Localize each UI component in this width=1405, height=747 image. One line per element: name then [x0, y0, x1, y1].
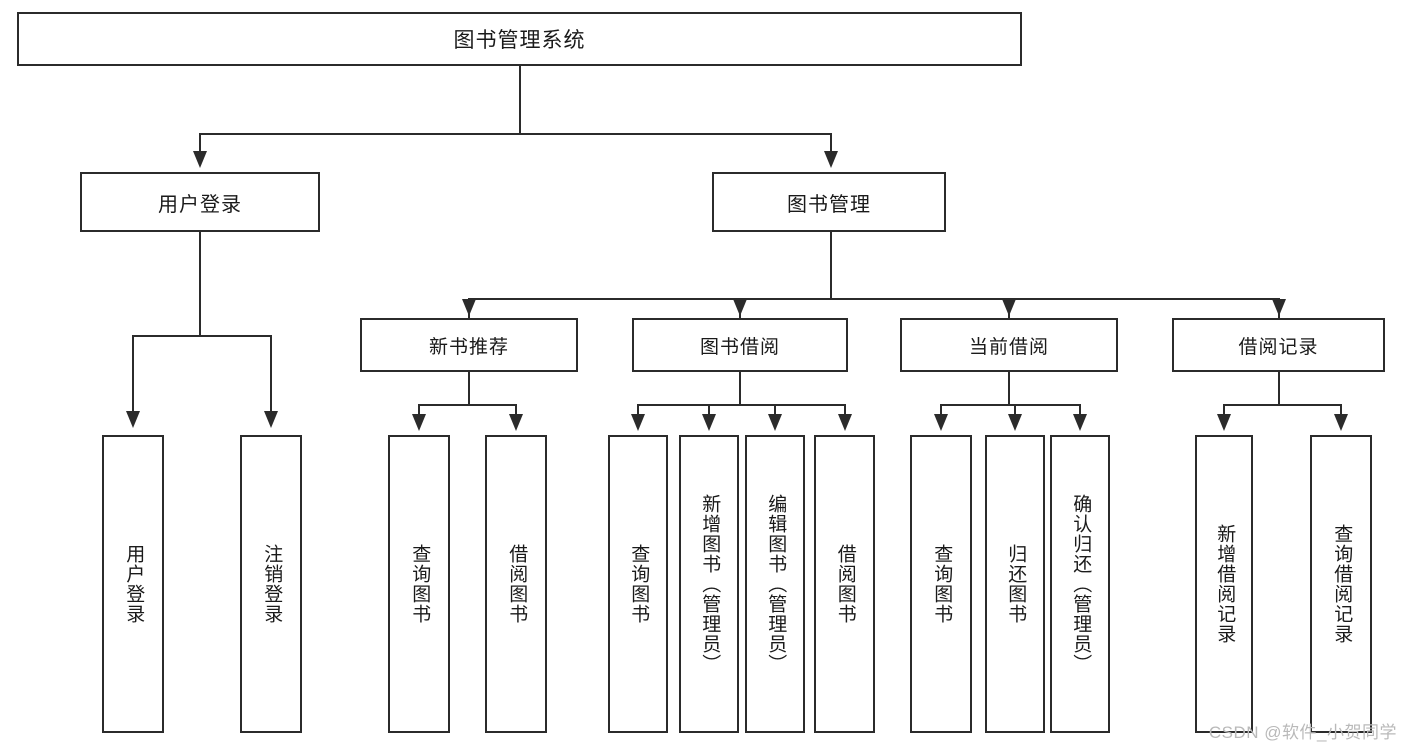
arrow-borrow-to-add: [702, 414, 716, 431]
node-new-book-recommend[interactable]: 新书推荐: [360, 318, 578, 372]
connector-records-l: [1223, 404, 1225, 416]
connector-root-stem: [519, 66, 521, 133]
node-label: 新增借阅记录: [1214, 524, 1236, 644]
arrow-bookmgmt-to-records: [1272, 299, 1286, 316]
leaf-borrow-book-recommend[interactable]: 借阅图书: [485, 435, 547, 733]
leaf-add-book-admin[interactable]: 新增图书（管理员）: [679, 435, 739, 733]
leaf-edit-book-admin[interactable]: 编辑图书（管理员）: [745, 435, 805, 733]
node-label: 当前借阅: [968, 336, 1049, 358]
connector-root-bus: [199, 133, 831, 135]
node-label: 查询借阅记录: [1331, 524, 1353, 644]
node-label: 查询图书: [628, 544, 650, 624]
node-book-management[interactable]: 图书管理: [712, 172, 946, 232]
leaf-return-book[interactable]: 归还图书: [985, 435, 1045, 733]
arrow-root-to-bookmgmt: [824, 151, 838, 168]
arrow-newbook-to-query: [412, 414, 426, 431]
node-label: 新书推荐: [428, 336, 509, 358]
node-label: 图书管理: [787, 193, 871, 216]
node-label: 确认归还（管理员）: [1070, 494, 1092, 674]
connector-borrow-c4: [844, 404, 846, 416]
connector-login-left: [132, 335, 134, 413]
arrow-login-to-user-login: [126, 411, 140, 428]
connector-newbook-stem: [468, 372, 470, 406]
node-label: 归还图书: [1005, 544, 1027, 624]
node-label: 图书管理系统: [453, 29, 586, 52]
arrow-borrow-to-edit: [768, 414, 782, 431]
node-root-system[interactable]: 图书管理系统: [17, 12, 1022, 66]
arrow-records-to-add: [1217, 414, 1231, 431]
leaf-confirm-return-admin[interactable]: 确认归还（管理员）: [1050, 435, 1110, 733]
connector-borrow-c3: [774, 404, 776, 416]
node-label: 借阅图书: [834, 544, 856, 624]
node-label: 编辑图书（管理员）: [765, 494, 787, 674]
node-label: 注销登录: [261, 544, 283, 624]
connector-current-c1: [940, 404, 942, 416]
node-label: 查询图书: [931, 544, 953, 624]
leaf-query-book-recommend[interactable]: 查询图书: [388, 435, 450, 733]
connector-borrow-bus: [637, 404, 845, 406]
connector-bookmgmt-bus: [468, 298, 1280, 300]
connector-current-c2: [1014, 404, 1016, 416]
arrow-current-to-query: [934, 414, 948, 431]
connector-login-stem: [199, 232, 201, 335]
connector-borrow-stem: [739, 372, 741, 406]
node-label: 图书借阅: [699, 336, 780, 358]
arrow-root-to-login: [193, 151, 207, 168]
connector-newbook-r: [515, 404, 517, 416]
connector-root-to-login: [199, 133, 201, 153]
leaf-add-borrow-record[interactable]: 新增借阅记录: [1195, 435, 1253, 733]
leaf-query-book-current[interactable]: 查询图书: [910, 435, 972, 733]
arrow-bookmgmt-to-newbook: [462, 299, 476, 316]
connector-newbook-l: [418, 404, 420, 416]
arrow-borrow-to-query: [631, 414, 645, 431]
connector-login-bus: [132, 335, 271, 337]
arrow-current-to-confirm: [1073, 414, 1087, 431]
connector-records-stem: [1278, 372, 1280, 406]
connector-records-bus: [1223, 404, 1341, 406]
node-book-borrow[interactable]: 图书借阅: [632, 318, 848, 372]
leaf-lend-book[interactable]: 借阅图书: [814, 435, 875, 733]
arrow-borrow-to-lend: [838, 414, 852, 431]
arrow-bookmgmt-to-current: [1002, 299, 1016, 316]
leaf-logout[interactable]: 注销登录: [240, 435, 302, 733]
leaf-user-login[interactable]: 用户登录: [102, 435, 164, 733]
node-user-login[interactable]: 用户登录: [80, 172, 320, 232]
node-label: 借阅图书: [506, 544, 528, 624]
node-label: 借阅记录: [1238, 336, 1319, 358]
node-label: 查询图书: [409, 544, 431, 624]
leaf-query-borrow-record[interactable]: 查询借阅记录: [1310, 435, 1372, 733]
arrow-records-to-query: [1334, 414, 1348, 431]
node-label: 用户登录: [123, 544, 145, 624]
connector-current-bus: [940, 404, 1080, 406]
connector-records-r: [1340, 404, 1342, 416]
leaf-query-book-borrow[interactable]: 查询图书: [608, 435, 668, 733]
connector-borrow-c2: [708, 404, 710, 416]
connector-borrow-c1: [637, 404, 639, 416]
connector-login-right: [270, 335, 272, 413]
connector-bookmgmt-stem: [830, 232, 832, 300]
node-borrow-records[interactable]: 借阅记录: [1172, 318, 1385, 372]
node-current-borrow[interactable]: 当前借阅: [900, 318, 1118, 372]
connector-current-stem: [1008, 372, 1010, 406]
node-label: 用户登录: [158, 193, 242, 216]
arrow-current-to-return: [1008, 414, 1022, 431]
node-label: 新增图书（管理员）: [699, 494, 721, 674]
connector-newbook-bus: [418, 404, 516, 406]
arrow-newbook-to-borrow: [509, 414, 523, 431]
csdn-watermark: CSDN @软件_小贺同学: [1208, 723, 1397, 742]
connector-root-to-bookmgmt: [830, 133, 832, 153]
connector-current-c3: [1079, 404, 1081, 416]
arrow-bookmgmt-to-borrow: [733, 299, 747, 316]
arrow-login-to-logout: [264, 411, 278, 428]
